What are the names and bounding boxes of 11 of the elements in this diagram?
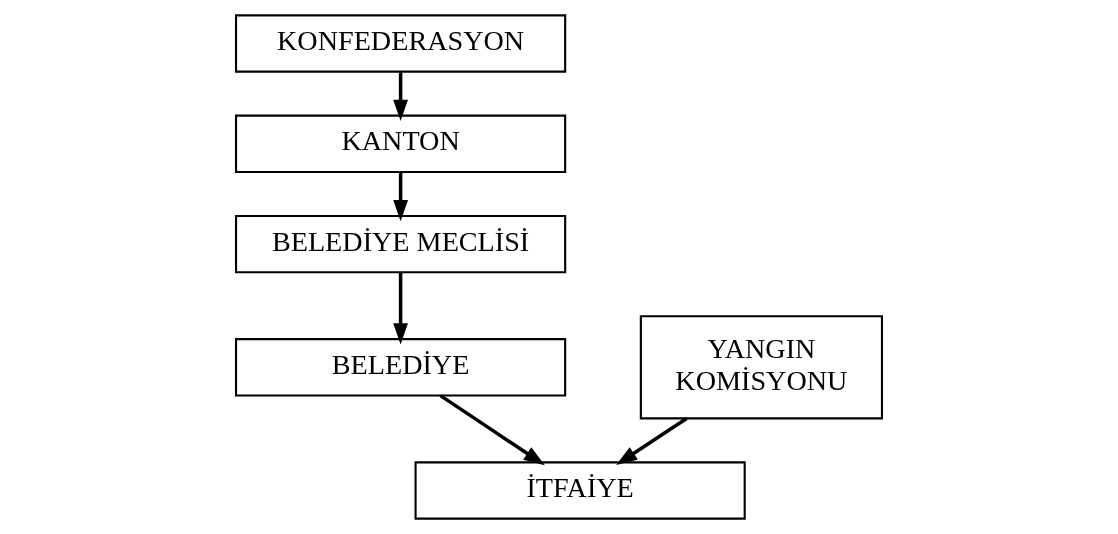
node-box: İTFAİYE	[414, 461, 746, 520]
node-box: BELEDİYE MECLİSİ	[235, 214, 567, 274]
arrow	[393, 172, 408, 222]
node-box: BELEDİYE	[235, 338, 567, 397]
arrow	[616, 417, 688, 465]
node-box: YANGIN KOMİSYONU	[639, 315, 883, 420]
arrow	[439, 394, 545, 466]
arrow	[393, 71, 408, 121]
arrow	[393, 272, 408, 345]
node-box: KONFEDERASYON	[235, 14, 567, 73]
node-box: KANTON	[235, 114, 567, 173]
